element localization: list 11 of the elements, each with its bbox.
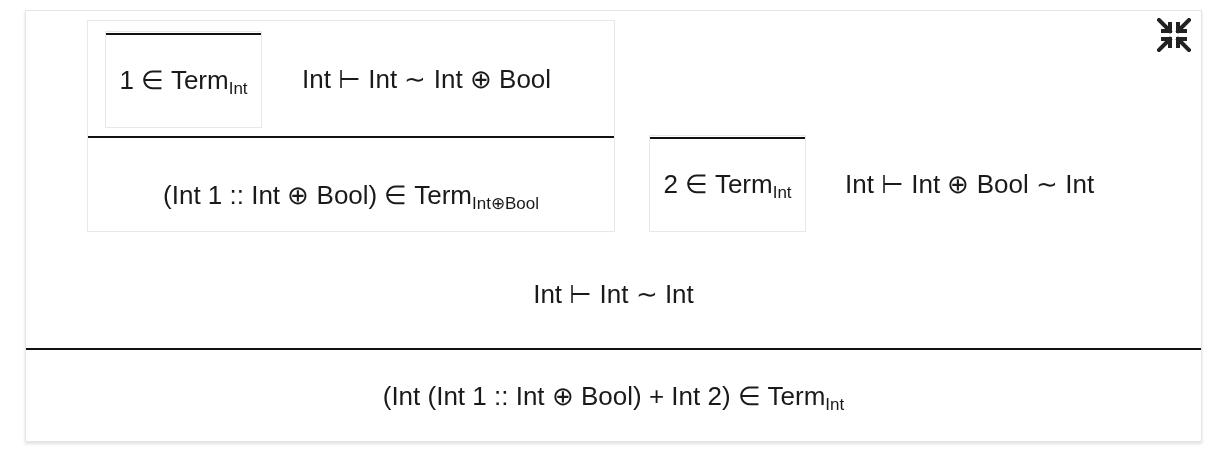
premise-judgment: Int ⊢ Int ⊕ Bool ∼ Int bbox=[845, 169, 1095, 199]
axiom-judgment: 1 ∈ Term$_{Int}$ bbox=[119, 65, 248, 95]
axiom-box bbox=[649, 135, 806, 232]
subderivation-box bbox=[87, 20, 615, 232]
premise-judgment: Int ⊢ Int ∼ Int ⊕ Bool bbox=[302, 64, 552, 94]
axiom-box bbox=[105, 31, 262, 128]
conclusion-judgment: (Int (Int 1 :: Int ⊕ Bool) + Int 2) ∈ Term$_{Int}$ bbox=[382, 381, 845, 411]
axiom-judgment: 2 ∈ Term$_{Int}$ bbox=[663, 169, 792, 199]
premise-judgment: Int ⊢ Int ∼ Int bbox=[533, 279, 694, 309]
derivation-panel bbox=[25, 10, 1202, 442]
conclusion-judgment: (Int 1 :: Int ⊕ Bool) ∈ Term$_{Int⊕Bool}$ bbox=[163, 180, 539, 210]
